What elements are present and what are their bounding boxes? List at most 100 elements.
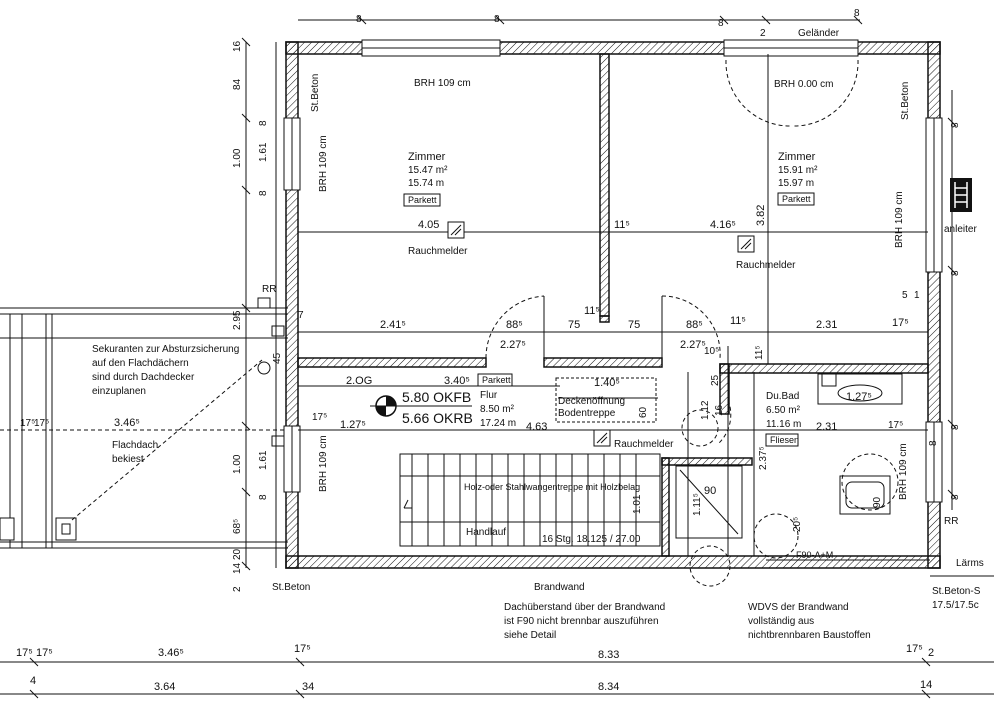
- dim-right: 8: [928, 440, 939, 446]
- staircase: [399, 453, 661, 547]
- dim-left: 8: [258, 494, 269, 500]
- dim-left: 8: [258, 190, 269, 196]
- room-area: 15.91 m²: [778, 165, 818, 176]
- dim-inner: 3.82: [755, 205, 767, 226]
- note-line: vollständig aus: [748, 616, 814, 627]
- dim-inner: 1.40⁵: [594, 377, 620, 389]
- rain-pipe-left: [257, 297, 271, 309]
- room-area: 6.50 m²: [766, 405, 801, 416]
- dim-bottom: 17⁵: [36, 647, 53, 659]
- dim-bottom: 34: [302, 681, 314, 693]
- dim-bottom: 4: [30, 675, 36, 687]
- dim-left: 2.95: [232, 310, 243, 330]
- wall-thickness-label: 17.5/17.5c: [932, 600, 979, 611]
- dim-inner: 11⁵: [754, 345, 765, 360]
- dim-left: 1.61: [258, 450, 269, 470]
- floor-finish: Parkett: [408, 195, 437, 205]
- level-name: 2.OG: [346, 375, 372, 387]
- dim-bottom: 14: [920, 679, 932, 691]
- dim-inner: 11⁵: [730, 315, 746, 327]
- dim-right: 8: [950, 270, 961, 276]
- dim-top: 8: [356, 14, 362, 25]
- dim-inner: 2.27⁵: [500, 339, 526, 351]
- dim-bottom: 2: [928, 647, 934, 659]
- note-line: nichtbrennbaren Baustoffen: [748, 630, 871, 641]
- dim-left: 16: [232, 40, 243, 52]
- room-perimeter: 15.74 m: [408, 178, 444, 189]
- smoke-detector-icon: [593, 429, 611, 447]
- dimension-lines: [0, 19, 994, 695]
- dim-inner: 88⁵: [686, 319, 703, 331]
- dim-inner: 60: [638, 406, 649, 418]
- dim-inner: 5: [902, 290, 908, 301]
- window-top-right: [723, 39, 859, 57]
- rain-pipe-label: RR: [944, 516, 958, 527]
- opening-label: Bodentreppe: [558, 408, 616, 419]
- dim-inner: 7: [298, 310, 304, 321]
- smoke-detector-label: Rauchmelder: [736, 260, 796, 271]
- ladder-label: anleiter: [944, 224, 977, 235]
- dim-left: 84: [232, 78, 243, 90]
- dim-inner: 2.31: [816, 319, 837, 331]
- firewall-label: Brandwand: [534, 582, 585, 593]
- dim-inner: 17⁵: [20, 418, 35, 429]
- floor-tag: [477, 373, 513, 387]
- handrail-label: Handlauf: [466, 527, 506, 538]
- stair-label: Holz-oder Stahlwangentreppe mit Holzbela…: [464, 482, 640, 492]
- dim-inner: 3.46⁵: [114, 417, 140, 429]
- window-top-left: [361, 39, 501, 57]
- dim-inner: 17⁵: [888, 420, 903, 431]
- bathroom-fixtures: [675, 373, 903, 587]
- toilet-cistern: [821, 373, 837, 387]
- dim-inner: 1.27⁵: [846, 391, 872, 403]
- dim-inner: 25: [710, 374, 721, 386]
- smoke-detector-icon: [737, 235, 755, 253]
- dim-left: 14: [232, 562, 243, 574]
- dim-top: 8: [494, 14, 500, 25]
- dim-inner: 2.27⁵: [680, 339, 706, 351]
- dim-inner: 1.11⁵: [692, 493, 703, 516]
- dim-bottom: 17⁵: [906, 643, 923, 655]
- dim-inner: 75: [568, 319, 580, 331]
- fire-rating-label: F90-A+M: [796, 550, 833, 560]
- floor-finish: Fliesen: [770, 435, 799, 445]
- brh-label: BRH 109 cm: [898, 443, 909, 500]
- brh-label: BRH 109 cm: [318, 435, 329, 492]
- railing-label: Geländer: [798, 28, 840, 39]
- dim-left: 1.00: [232, 454, 243, 474]
- ceiling-opening: [555, 377, 657, 423]
- dim-bottom: 8.33: [598, 649, 619, 661]
- room-name: Zimmer: [408, 151, 446, 163]
- dim-left: 68⁵: [232, 519, 243, 534]
- dim-bottom: 3.46⁵: [158, 647, 184, 659]
- room-perimeter: 11.16 m: [766, 419, 801, 430]
- dim-bottom: 17⁵: [16, 647, 33, 659]
- dim-inner: 11⁵: [614, 219, 630, 231]
- tick-marks: [29, 15, 957, 699]
- dim-bottom: 8.34: [598, 681, 619, 693]
- floor-tag: [777, 192, 815, 206]
- dim-left: 1.61: [258, 142, 269, 162]
- brh-label: BRH 0.00 cm: [774, 79, 833, 90]
- note-line: auf den Flachdächern: [92, 358, 189, 369]
- shower-size: 90: [704, 485, 716, 497]
- dim-inner: 20⁵: [792, 517, 803, 532]
- floor-finish: Parkett: [482, 375, 511, 385]
- brh-label: BRH 109 cm: [894, 191, 905, 248]
- dim-inner: 17⁵: [312, 412, 327, 423]
- dim-inner: 10⁵: [704, 346, 719, 357]
- dim-right: 8: [950, 122, 961, 128]
- dim-left: 45: [272, 352, 283, 364]
- dim-bottom: 3.64: [154, 681, 175, 693]
- rain-pipe-label: RR: [262, 284, 276, 295]
- dim-inner: 2.41⁵: [380, 319, 406, 331]
- dim-right: 8: [950, 494, 961, 500]
- note-line: sind durch Dachdecker: [92, 372, 195, 383]
- brh-label: BRH 109 cm: [414, 78, 471, 89]
- note-line: siehe Detail: [504, 630, 556, 641]
- note-line: bekiest: [112, 454, 144, 465]
- brh-label: BRH 109 cm: [318, 135, 329, 192]
- dim-top: 2: [760, 28, 766, 39]
- note-line: Flachdach: [112, 440, 158, 451]
